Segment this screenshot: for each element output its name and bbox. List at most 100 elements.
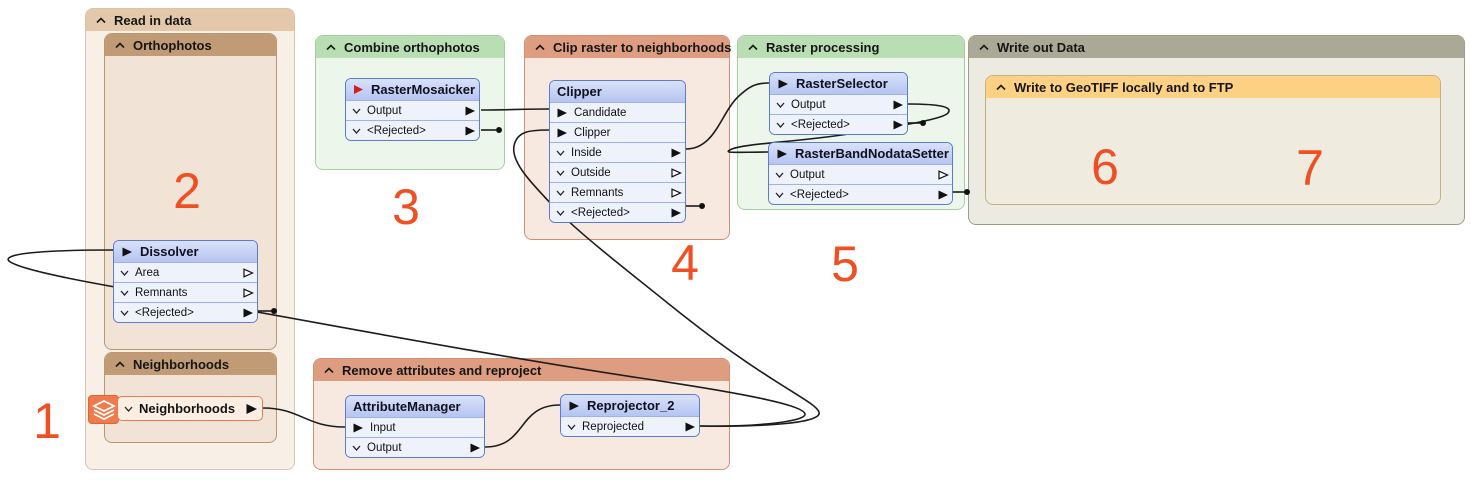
reader-layers-icon[interactable] <box>88 395 119 424</box>
input-port-arrow-icon[interactable] <box>352 422 364 434</box>
port-candidate[interactable]: Candidate <box>550 102 685 122</box>
port-remnants[interactable]: Remnants <box>114 282 257 302</box>
chevron-down-icon[interactable] <box>556 150 565 156</box>
port-rejected[interactable]: <Rejected> <box>114 302 257 322</box>
output-port-arrow-unconnected-icon[interactable] <box>937 169 949 181</box>
node-reprojector-2[interactable]: Reprojector_2 Reprojected <box>560 394 700 437</box>
port-rejected[interactable]: <Rejected> <box>769 184 952 204</box>
chevron-down-icon[interactable] <box>352 128 361 134</box>
annotation-number-7[interactable]: 7 <box>1296 140 1324 196</box>
annotation-number-5[interactable]: 5 <box>831 236 859 292</box>
chevron-down-icon[interactable] <box>120 270 129 276</box>
input-port-arrow-icon[interactable] <box>776 148 788 160</box>
port-inside[interactable]: Inside <box>550 142 685 162</box>
output-port-arrow-icon[interactable] <box>670 207 682 219</box>
chevron-down-icon[interactable] <box>556 210 565 216</box>
input-port-arrow-icon[interactable] <box>777 78 789 90</box>
chevron-up-icon[interactable] <box>96 16 106 24</box>
node-attributemanager-title[interactable]: AttributeManager <box>346 396 484 417</box>
port-rejected[interactable]: <Rejected> <box>346 120 479 140</box>
annotation-number-4[interactable]: 4 <box>671 235 699 291</box>
chevron-up-icon[interactable] <box>748 43 758 51</box>
chevron-down-icon[interactable] <box>120 290 129 296</box>
output-port-arrow-icon[interactable] <box>937 189 949 201</box>
node-reprojector-2-title[interactable]: Reprojector_2 <box>561 395 699 416</box>
chevron-up-icon[interactable] <box>324 366 334 374</box>
chevron-down-icon[interactable] <box>352 445 361 451</box>
output-port-arrow-unconnected-icon[interactable] <box>670 167 682 179</box>
output-port-arrow-unconnected-icon[interactable] <box>242 287 254 299</box>
bookmark-neighborhoods-header[interactable]: Neighborhoods <box>105 353 276 375</box>
output-port-arrow-icon[interactable] <box>684 421 696 433</box>
output-port-arrow-icon[interactable] <box>892 119 904 131</box>
node-attributemanager[interactable]: AttributeManager Input Output <box>345 395 485 458</box>
node-clipper[interactable]: Clipper Candidate Clipper Inside Outside… <box>549 80 686 223</box>
port-input[interactable]: Input <box>346 417 484 437</box>
chevron-down-icon[interactable] <box>556 190 565 196</box>
port-rejected[interactable]: <Rejected> <box>770 114 907 134</box>
bookmark-orthophotos-header[interactable]: Orthophotos <box>105 34 276 56</box>
chevron-down-icon[interactable] <box>352 108 361 114</box>
annotation-number-6[interactable]: 6 <box>1091 139 1119 195</box>
chevron-down-icon[interactable] <box>776 122 785 128</box>
chevron-up-icon[interactable] <box>115 360 125 368</box>
node-dissolver[interactable]: Dissolver Area Remnants <Rejected> <box>113 240 258 323</box>
chevron-up-icon[interactable] <box>979 43 989 51</box>
connection-reprojector-to-dissolver[interactable] <box>7 249 806 427</box>
chevron-down-icon[interactable] <box>124 406 133 412</box>
node-clipper-title[interactable]: Clipper <box>550 81 685 102</box>
port-outside[interactable]: Outside <box>550 162 685 182</box>
chevron-down-icon[interactable] <box>776 102 785 108</box>
input-port-arrow-icon[interactable] <box>556 127 568 139</box>
bookmark-clip-raster-header[interactable]: Clip raster to neighborhoods <box>525 36 731 58</box>
port-clipper[interactable]: Clipper <box>550 122 685 142</box>
annotation-number-3[interactable]: 3 <box>392 179 420 235</box>
port-output[interactable]: Output <box>346 437 484 457</box>
connection-attributemanager-to-reprojector[interactable] <box>484 404 561 448</box>
output-port-arrow-icon[interactable] <box>464 105 476 117</box>
port-area[interactable]: Area <box>114 262 257 282</box>
port-output[interactable]: Output <box>769 164 952 184</box>
input-port-arrow-icon[interactable] <box>556 107 568 119</box>
bookmark-write-geotiff-header[interactable]: Write to GeoTIFF locally and to FTP <box>986 76 1440 98</box>
port-remnants[interactable]: Remnants <box>550 182 685 202</box>
chevron-up-icon[interactable] <box>996 83 1006 91</box>
node-rasterselector-title[interactable]: RasterSelector <box>770 73 907 94</box>
annotation-number-2[interactable]: 2 <box>173 163 201 219</box>
chevron-up-icon[interactable] <box>326 43 336 51</box>
output-port-arrow-icon[interactable] <box>245 402 258 415</box>
chevron-down-icon[interactable] <box>556 170 565 176</box>
bookmark-write-geotiff[interactable]: Write to GeoTIFF locally and to FTP <box>985 75 1441 205</box>
connection-neighborhoods-to-attributemanager[interactable] <box>262 407 346 428</box>
output-port-arrow-icon[interactable] <box>670 147 682 159</box>
node-dissolver-title[interactable]: Dissolver <box>114 241 257 262</box>
output-port-arrow-unconnected-icon[interactable] <box>242 267 254 279</box>
input-port-arrow-icon[interactable] <box>121 246 133 258</box>
bookmark-raster-processing-header[interactable]: Raster processing <box>738 36 964 58</box>
connection-inside-to-rasterselector[interactable] <box>685 82 770 150</box>
node-rastermosaicker-title[interactable]: RasterMosaicker <box>346 79 479 100</box>
annotation-number-1[interactable]: 1 <box>33 393 61 449</box>
node-rasterbandnodatasetter[interactable]: RasterBandNodataSetter Output <Rejected> <box>768 142 953 205</box>
chevron-down-icon[interactable] <box>775 172 784 178</box>
node-rasterbandnodatasetter-title[interactable]: RasterBandNodataSetter <box>769 143 952 164</box>
connection-reprojector-to-clipper[interactable] <box>512 129 820 427</box>
output-port-arrow-icon[interactable] <box>892 99 904 111</box>
port-output[interactable]: Output <box>770 94 907 114</box>
chevron-down-icon[interactable] <box>120 310 129 316</box>
bookmark-write-out-data-header[interactable]: Write out Data <box>969 36 1464 58</box>
output-port-arrow-unconnected-icon[interactable] <box>670 187 682 199</box>
node-neighborhoods-reader[interactable]: Neighborhoods <box>117 396 263 421</box>
port-rejected[interactable]: <Rejected> <box>550 202 685 222</box>
node-rasterselector[interactable]: RasterSelector Output <Rejected> <box>769 72 908 135</box>
input-port-arrow-icon[interactable] <box>568 400 580 412</box>
port-reprojected[interactable]: Reprojected <box>561 416 699 436</box>
connection-mosaicker-to-candidate[interactable] <box>480 108 550 111</box>
output-port-arrow-icon[interactable] <box>469 442 481 454</box>
bookmark-combine-orthophotos-header[interactable]: Combine orthophotos <box>316 36 504 58</box>
chevron-up-icon[interactable] <box>535 43 545 51</box>
output-port-arrow-icon[interactable] <box>242 307 254 319</box>
chevron-down-icon[interactable] <box>567 424 576 430</box>
output-port-arrow-icon[interactable] <box>464 125 476 137</box>
